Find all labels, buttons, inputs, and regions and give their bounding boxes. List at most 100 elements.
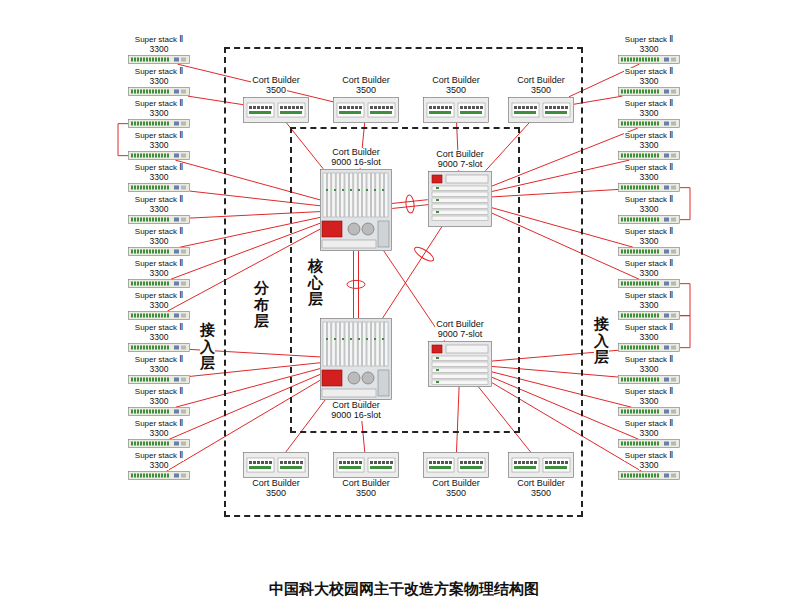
link-line bbox=[169, 374, 320, 439]
switch-node: Super stack Ⅱ3300 bbox=[614, 68, 684, 96]
device-label: Cort Builder bbox=[431, 479, 481, 489]
network-link bbox=[492, 213, 639, 279]
switch-device bbox=[618, 55, 680, 64]
diagram-title: 中国科大校园网主干改造方案物理结构图 bbox=[0, 580, 807, 599]
link-line bbox=[492, 128, 638, 186]
switch-illustration bbox=[618, 183, 680, 192]
network-link bbox=[492, 377, 638, 439]
layer-label: 分布层 bbox=[254, 280, 269, 330]
switch-device bbox=[320, 318, 392, 400]
layer-label: 接入层 bbox=[594, 316, 609, 366]
link-line bbox=[118, 124, 128, 156]
link-line bbox=[680, 188, 690, 220]
device-label: 3500 bbox=[530, 86, 552, 96]
layer-label: 核心层 bbox=[308, 258, 323, 308]
device-label: 3300 bbox=[149, 45, 170, 54]
device-label: Super stack Ⅱ bbox=[134, 228, 184, 237]
switch-node: Super stack Ⅱ3300 bbox=[614, 452, 684, 480]
device-label: 3300 bbox=[149, 269, 170, 278]
network-link bbox=[492, 189, 618, 196]
network-link bbox=[180, 217, 320, 247]
device-label: Super stack Ⅱ bbox=[134, 420, 184, 429]
link-line bbox=[190, 212, 320, 219]
link-line bbox=[188, 96, 243, 105]
device-label: 9000 7-slot bbox=[437, 160, 484, 170]
device-label: Cort Builder bbox=[331, 148, 381, 158]
switch-device bbox=[128, 343, 190, 352]
network-link bbox=[178, 64, 333, 102]
switch-illustration bbox=[320, 169, 392, 251]
switch-illustration bbox=[243, 452, 309, 478]
device-label: Super stack Ⅱ bbox=[624, 36, 674, 45]
device-label: Super stack Ⅱ bbox=[624, 452, 674, 461]
device-label: Super stack Ⅱ bbox=[134, 260, 184, 269]
link-line bbox=[680, 316, 690, 348]
switch-node: Cort Builder9000 7-slot bbox=[424, 150, 496, 227]
device-label: Super stack Ⅱ bbox=[624, 100, 674, 109]
switch-device bbox=[508, 97, 574, 123]
network-link bbox=[176, 369, 320, 408]
device-label: Cort Builder bbox=[516, 76, 566, 86]
switch-device bbox=[423, 452, 489, 478]
network-link bbox=[680, 316, 690, 348]
device-label: 3500 bbox=[445, 489, 467, 499]
device-label: 3300 bbox=[149, 301, 170, 310]
network-link bbox=[492, 160, 629, 191]
switch-illustration bbox=[428, 171, 492, 227]
switch-node: Super stack Ⅱ3300 bbox=[614, 292, 684, 320]
switch-device bbox=[128, 471, 190, 480]
device-label: Cort Builder bbox=[431, 76, 481, 86]
network-link bbox=[188, 96, 243, 105]
switch-node: Super stack Ⅱ3300 bbox=[614, 228, 684, 256]
switch-device bbox=[333, 452, 399, 478]
switch-device bbox=[128, 311, 190, 320]
link-line bbox=[392, 200, 428, 204]
device-label: Cort Builder bbox=[435, 320, 485, 330]
switch-device bbox=[618, 151, 680, 160]
switch-device bbox=[618, 215, 680, 224]
switch-device bbox=[423, 97, 489, 123]
device-label: 3300 bbox=[149, 429, 170, 438]
switch-device bbox=[618, 407, 680, 416]
switch-node: Super stack Ⅱ3300 bbox=[124, 36, 194, 64]
link-bundle-ring bbox=[413, 245, 436, 264]
link-line bbox=[178, 64, 333, 102]
switch-device bbox=[428, 341, 492, 387]
link-line bbox=[485, 123, 529, 171]
switch-device bbox=[243, 97, 309, 123]
link-line bbox=[167, 229, 320, 311]
switch-node: Super stack Ⅱ3300 bbox=[124, 420, 194, 448]
switch-device bbox=[618, 279, 680, 288]
device-label: 9000 16-slot bbox=[330, 411, 382, 421]
switch-illustration bbox=[128, 119, 190, 128]
switch-device bbox=[128, 439, 190, 448]
device-label: 3300 bbox=[149, 173, 170, 182]
device-label: Super stack Ⅱ bbox=[624, 420, 674, 429]
switch-node: Cort Builder9000 16-slot bbox=[318, 148, 394, 251]
device-label: 3300 bbox=[149, 461, 170, 470]
switch-node: Cort Builder3500 bbox=[241, 452, 311, 499]
switch-illustration bbox=[618, 311, 680, 320]
network-link bbox=[392, 195, 429, 214]
device-label: 3300 bbox=[639, 397, 660, 406]
device-label: Super stack Ⅱ bbox=[134, 164, 184, 173]
switch-illustration bbox=[423, 452, 489, 478]
device-label: 3300 bbox=[639, 429, 660, 438]
device-label: Super stack Ⅱ bbox=[624, 356, 674, 365]
link-line bbox=[492, 208, 633, 247]
switch-illustration bbox=[618, 375, 680, 384]
switch-node: Cort Builder9000 16-slot bbox=[318, 318, 394, 421]
link-line bbox=[176, 369, 320, 408]
switch-node: Super stack Ⅱ3300 bbox=[124, 68, 194, 96]
switch-device bbox=[428, 171, 492, 227]
switch-device bbox=[618, 247, 680, 256]
switch-illustration bbox=[618, 215, 680, 224]
device-label: 3500 bbox=[265, 86, 287, 96]
switch-illustration bbox=[128, 439, 190, 448]
device-label: 3300 bbox=[149, 365, 170, 374]
device-label: Super stack Ⅱ bbox=[624, 228, 674, 237]
switch-node: Super stack Ⅱ3300 bbox=[124, 324, 194, 352]
device-label: 3300 bbox=[639, 77, 660, 86]
device-label: 3300 bbox=[149, 397, 170, 406]
switch-illustration bbox=[128, 311, 190, 320]
